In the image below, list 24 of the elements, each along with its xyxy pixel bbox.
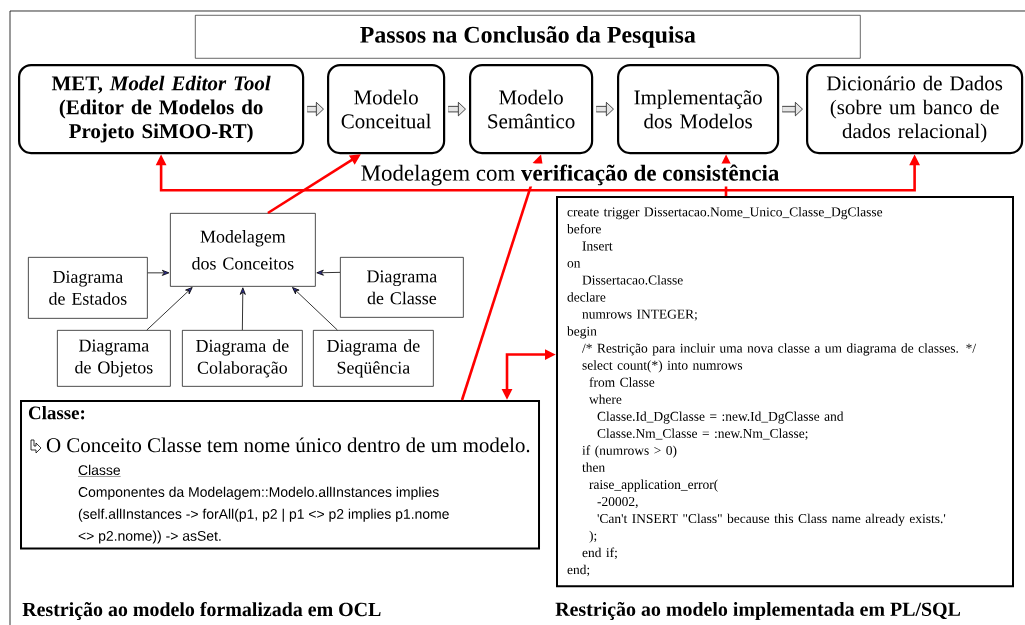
block-arrow <box>307 102 324 117</box>
diagram-box: Diagrama de Classe <box>340 257 464 318</box>
block-arrow <box>448 102 466 117</box>
diagram-box: Diagrama de Estados <box>28 257 148 319</box>
step-box: Dicionário de Dados (sobre um banco de dados relacional) <box>806 64 1024 155</box>
arrow <box>239 287 246 331</box>
code-box: create trigger Dissertacao.Nome_Unico_Classe_DgClasse before Insert on Dissertacao.Classe declare numrows INTEGER; begin /* Restrição para incluir uma nova classe a um diagrama de classes. */ select count(*) into numrows from Classe where Classe.Id_DgClasse = :new.Id_DgClasse and Classe.Nm_Classe = :new.Nm_Classe; if (numrows > 0) then raise_application_error( -20002, 'Can't INSERT "Class" because this Class name already exists.' ); end if; end; <box>556 196 1014 588</box>
constraint-box: Classe: O Conceito Classe tem nome único dentro de um modelo. Classe Componentes da Modelagem::Modelo.allInstances implies (self.allInstances -> forAll(p1, p2 | p1 <> p2 implies p1.nome <> p2.nome)) -> asSet. <box>20 400 540 550</box>
block-arrow <box>782 102 803 117</box>
concept-box: Modelagem dos Conceitos <box>170 213 316 287</box>
diagram-box: Diagrama de Colaboração <box>182 330 303 387</box>
step-box: Implementação dos Modelos <box>617 64 780 155</box>
diagram-box: Diagrama de Seqüência <box>313 330 434 387</box>
arrow <box>316 269 341 276</box>
node-label: Restrição ao modelo formalizada em OCL <box>22 601 381 621</box>
step-box: Modelo Conceitual <box>327 64 446 155</box>
block-arrow <box>596 102 614 117</box>
step-box: Modelo Semântico <box>469 64 594 155</box>
arrow <box>147 269 170 276</box>
edge-label: Modelagem com verificação de consistência <box>359 163 781 187</box>
node-label: Restrição ao modelo implementada em PL/SQL <box>555 601 961 621</box>
step-box: MET, Model Editor Tool (Editor de Modelos do Projeto SiMOO-RT) <box>18 64 305 155</box>
diagram-box: Diagrama de Objetos <box>57 330 171 387</box>
title-box: Passos na Conclusão da Pesquisa <box>195 15 861 59</box>
